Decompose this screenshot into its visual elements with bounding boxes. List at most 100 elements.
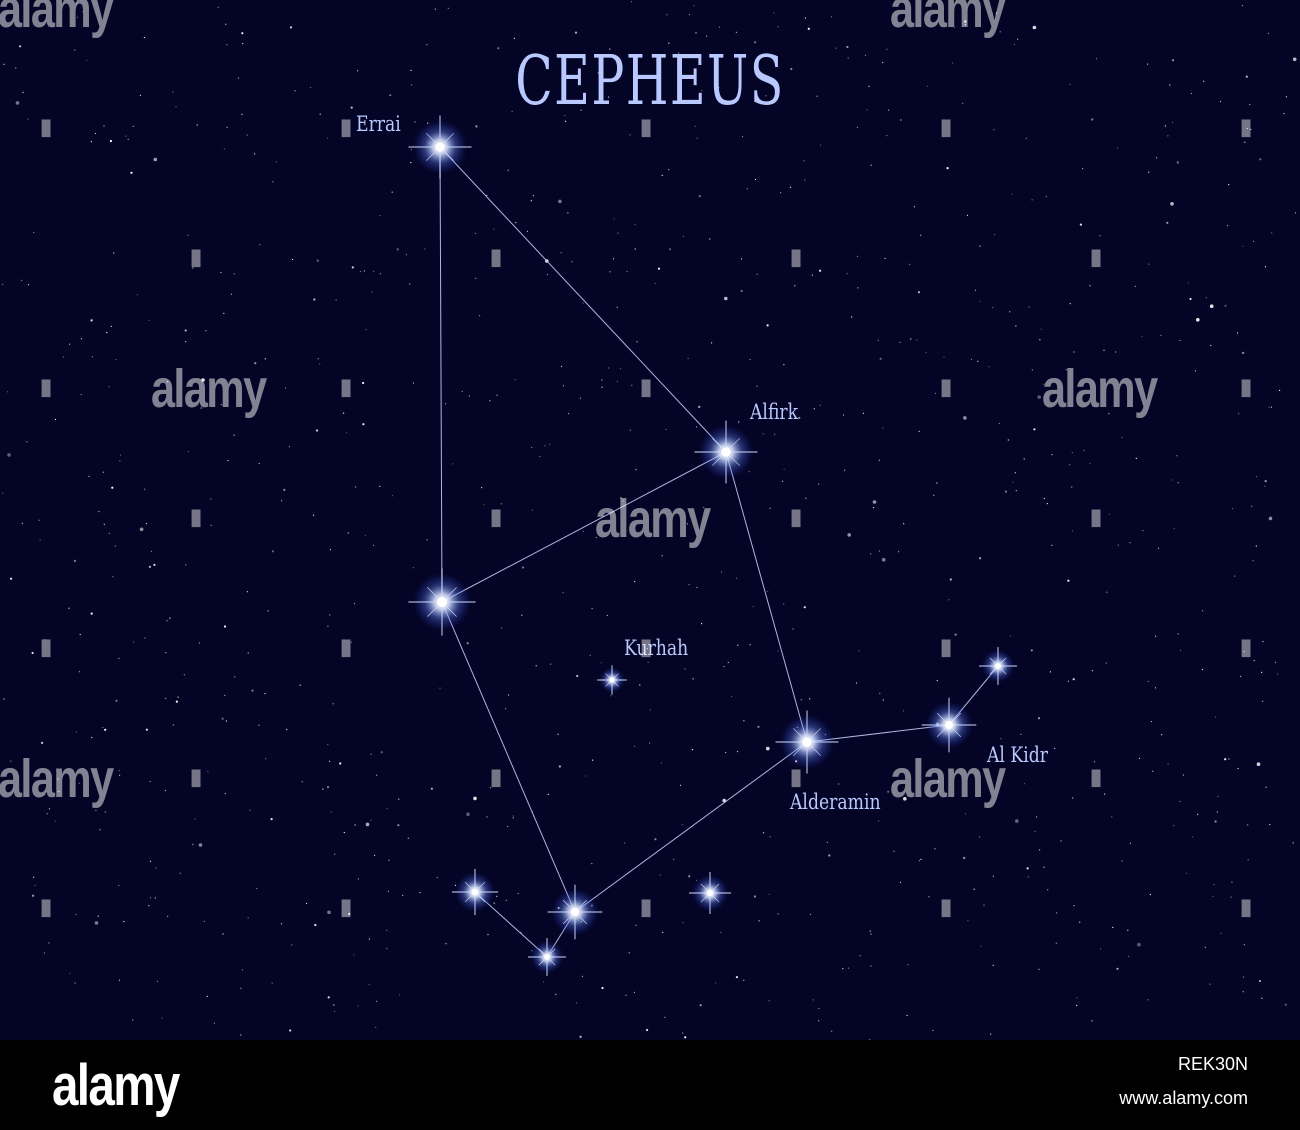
background-star	[329, 760, 331, 763]
background-star	[299, 684, 301, 686]
background-star	[103, 523, 105, 526]
background-star	[623, 842, 626, 844]
background-star	[94, 921, 99, 925]
background-star	[1170, 202, 1174, 206]
background-star	[752, 605, 754, 608]
background-star	[581, 975, 584, 977]
background-star	[803, 160, 805, 162]
background-star	[1284, 1003, 1287, 1006]
background-star	[846, 45, 849, 49]
background-star	[1160, 334, 1162, 336]
background-star	[34, 884, 36, 887]
background-star	[185, 564, 187, 566]
background-star	[828, 854, 831, 857]
background-star	[1025, 137, 1027, 139]
background-star	[1216, 811, 1218, 813]
background-star	[1245, 75, 1248, 78]
background-star	[920, 858, 922, 860]
background-star	[1231, 881, 1233, 883]
constellation-title: CEPHEUS	[515, 42, 785, 121]
background-star	[1230, 896, 1232, 898]
background-star	[616, 380, 619, 382]
background-star	[1182, 774, 1184, 776]
background-star	[130, 171, 133, 174]
background-star	[1176, 455, 1178, 457]
background-star	[879, 357, 882, 360]
background-star	[668, 169, 670, 171]
background-star	[870, 965, 872, 967]
background-star	[816, 95, 818, 97]
background-star	[475, 277, 477, 279]
background-star	[1089, 285, 1091, 287]
background-star	[601, 386, 603, 388]
background-star	[54, 418, 57, 421]
background-star	[748, 471, 750, 473]
background-star	[412, 567, 414, 569]
background-star	[544, 445, 546, 447]
background-star	[1164, 125, 1166, 127]
background-star	[1014, 472, 1016, 474]
background-star	[851, 316, 853, 318]
background-star	[454, 884, 457, 887]
background-star	[1190, 92, 1192, 95]
background-star	[1121, 436, 1123, 438]
background-star	[1023, 458, 1025, 460]
background-star	[1236, 332, 1239, 334]
background-star	[327, 625, 329, 627]
background-star	[360, 128, 362, 130]
star-errai	[408, 115, 472, 179]
background-star	[405, 254, 407, 256]
background-star	[999, 31, 1001, 33]
background-star	[256, 887, 258, 890]
background-star	[1, 492, 4, 494]
background-star	[962, 102, 964, 104]
background-star	[391, 191, 393, 193]
background-star	[888, 109, 890, 111]
background-star	[879, 692, 881, 694]
alamy-logo: alamy	[52, 1053, 180, 1118]
background-star	[112, 576, 114, 578]
background-star	[1173, 528, 1175, 530]
background-star	[79, 633, 81, 636]
background-star	[1261, 671, 1263, 674]
background-star	[763, 832, 765, 834]
star-label-alfirk: Alfirk	[750, 400, 799, 424]
background-star	[1039, 849, 1041, 851]
background-star	[466, 812, 470, 817]
star-alkidr	[921, 697, 977, 753]
watermark-mark: ▮	[940, 114, 953, 139]
background-star	[970, 358, 973, 360]
background-star	[571, 261, 573, 263]
watermark-mark: ▮	[490, 764, 503, 789]
background-star	[3, 698, 5, 700]
background-star	[247, 917, 249, 919]
background-star	[798, 416, 801, 419]
background-star	[434, 8, 436, 10]
background-star	[695, 426, 698, 428]
background-star	[104, 728, 107, 731]
background-star	[980, 945, 982, 947]
background-star	[1076, 1004, 1078, 1007]
background-star	[1202, 610, 1204, 612]
background-star	[258, 462, 260, 465]
background-star	[1038, 968, 1040, 970]
background-star	[335, 299, 337, 301]
background-star	[800, 699, 802, 701]
background-star	[249, 809, 251, 811]
background-star	[619, 368, 622, 370]
background-star	[410, 162, 412, 164]
background-star	[560, 365, 563, 367]
background-star	[1069, 83, 1071, 85]
background-star	[78, 671, 81, 673]
background-star	[1197, 813, 1199, 815]
background-star	[811, 274, 814, 276]
background-star	[792, 628, 794, 630]
background-star	[1020, 733, 1022, 735]
background-star	[872, 500, 877, 504]
watermark-mark: ▮	[790, 244, 803, 269]
background-star	[1234, 575, 1236, 577]
background-star	[1171, 479, 1174, 481]
background-star	[275, 161, 278, 163]
background-star	[993, 129, 995, 131]
background-star	[10, 577, 13, 580]
